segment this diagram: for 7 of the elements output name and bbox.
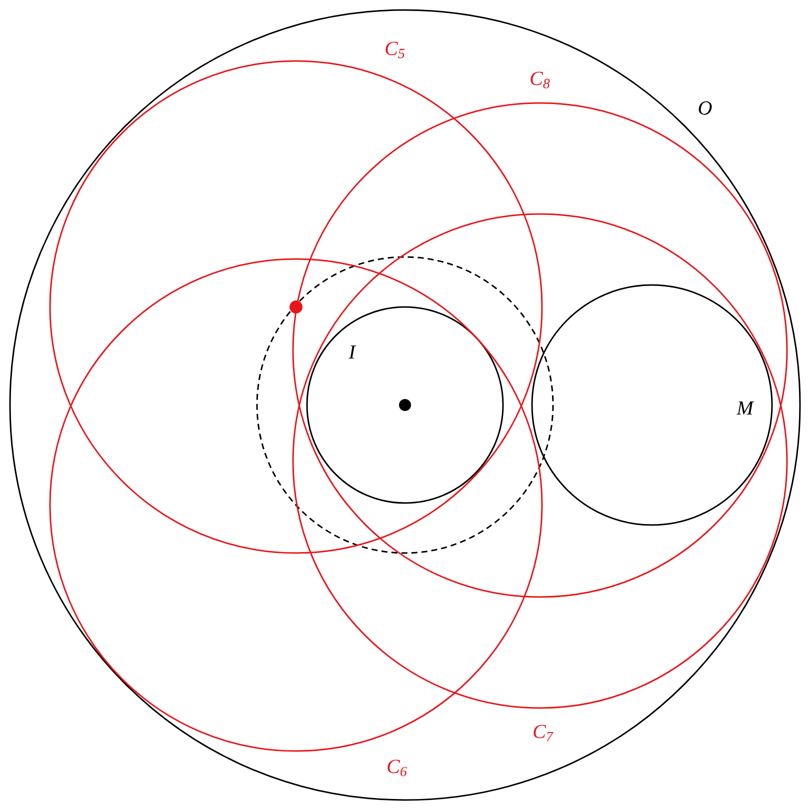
circle-label: C$_{5}$ [386,42,404,58]
circle-label: C$_{8}$ [530,72,550,88]
circle-label: I [348,345,356,359]
circle-label: M [736,401,754,415]
circle-label: C$_{6}$ [388,760,407,776]
circle-label: O [698,101,712,115]
circle-label: C$_{7}$ [534,724,554,742]
